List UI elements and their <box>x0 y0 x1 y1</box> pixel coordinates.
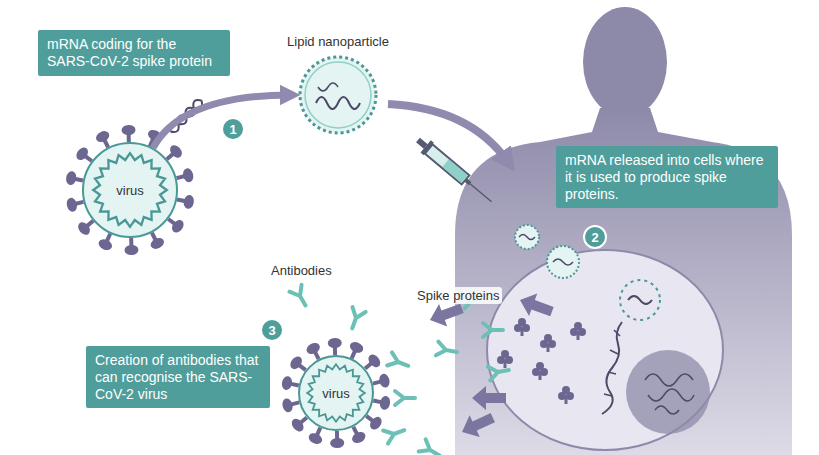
spike-head <box>183 194 196 210</box>
virus-crown <box>93 153 167 227</box>
spike-head <box>65 197 78 213</box>
delivery-arrow <box>388 104 508 162</box>
spike-head <box>121 125 135 135</box>
antibody <box>488 363 510 380</box>
spike-head <box>366 352 383 369</box>
spike-head <box>328 338 342 348</box>
spike-head <box>182 167 195 183</box>
lipid-nanoparticles-in-body <box>515 225 579 278</box>
callout-number: 1 <box>221 117 245 141</box>
node-text: virus <box>116 183 143 198</box>
spike-head <box>168 143 185 160</box>
virus-crown <box>307 364 365 422</box>
virus-particle: virus <box>298 355 374 431</box>
spike-head <box>288 354 304 371</box>
antibody <box>436 342 458 359</box>
block-arrow <box>457 407 498 443</box>
part-label: Spike proteins <box>414 287 502 304</box>
protein-stem <box>539 372 542 380</box>
spike-head <box>94 129 111 144</box>
spike-head <box>330 438 344 448</box>
shape-heading: Lipid nanoparticle <box>278 34 398 49</box>
antibody <box>419 439 443 455</box>
virus-spikes <box>65 125 391 448</box>
protein-blob <box>518 318 526 326</box>
flow-arrow <box>153 95 290 148</box>
spike-head <box>379 395 392 411</box>
spike-head <box>97 237 114 252</box>
spike-head <box>170 218 186 235</box>
node-text: mRNA released into cells where it is use… <box>565 152 769 202</box>
protein-stem <box>547 344 550 352</box>
callout-number-text: 2 <box>591 230 598 245</box>
callout-number: 3 <box>260 318 284 342</box>
lipid-nanoparticle: Lipid nanoparticle <box>278 34 398 137</box>
spike-head <box>281 375 294 391</box>
spike-head <box>74 145 90 162</box>
antibody <box>395 391 415 405</box>
antibody <box>383 424 407 444</box>
node-text: Creation of antibodies that can recognis… <box>95 352 261 402</box>
block-arrow <box>516 289 556 323</box>
release-arrows <box>426 289 556 443</box>
spike-head <box>348 340 365 355</box>
protein-blob <box>536 362 544 370</box>
spike-head <box>350 430 367 445</box>
protein-blob <box>574 322 582 330</box>
spike-head <box>368 415 384 432</box>
block-arrow <box>472 386 506 410</box>
cell <box>487 250 723 450</box>
info-box: mRNA released into cells where it is use… <box>556 146 778 208</box>
spike-head <box>281 397 294 413</box>
protein-blob <box>501 350 509 358</box>
callout-number-text: 1 <box>229 122 236 137</box>
spike-head <box>307 431 324 446</box>
syringe <box>413 134 497 208</box>
antibody <box>346 307 366 331</box>
protein-blob <box>544 334 552 342</box>
lipid-shell <box>296 53 380 137</box>
protein-stem <box>521 328 524 336</box>
spike-head <box>378 373 391 389</box>
callout-number: 2 <box>583 225 607 249</box>
info-box: mRNA coding for the SARS-CoV-2 spike pro… <box>38 30 230 76</box>
protein-stem <box>565 396 568 404</box>
antibody <box>387 352 411 372</box>
spike-head <box>149 236 166 251</box>
spike-proteins <box>497 318 586 404</box>
antibodies <box>289 285 510 455</box>
info-box: Creation of antibodies that can recognis… <box>86 346 270 408</box>
antibody <box>289 285 311 309</box>
protein-stem <box>577 332 580 340</box>
spike-head <box>289 417 306 434</box>
protein-stem <box>504 360 507 368</box>
spike-head <box>305 341 322 356</box>
spike-head <box>76 220 93 237</box>
part-label: Antibodies <box>268 262 335 279</box>
spike-head <box>124 245 138 255</box>
node-text: virus <box>322 386 349 401</box>
antibody <box>483 323 503 337</box>
node-text: mRNA coding for the SARS-CoV-2 spike pro… <box>47 36 221 70</box>
person-silhouette <box>455 7 792 455</box>
protein-blob <box>562 386 570 394</box>
spike-head <box>65 170 78 186</box>
callout-number-text: 3 <box>268 323 275 338</box>
lipid-shell-outline <box>296 53 380 137</box>
virus-particle: virus <box>82 142 178 238</box>
